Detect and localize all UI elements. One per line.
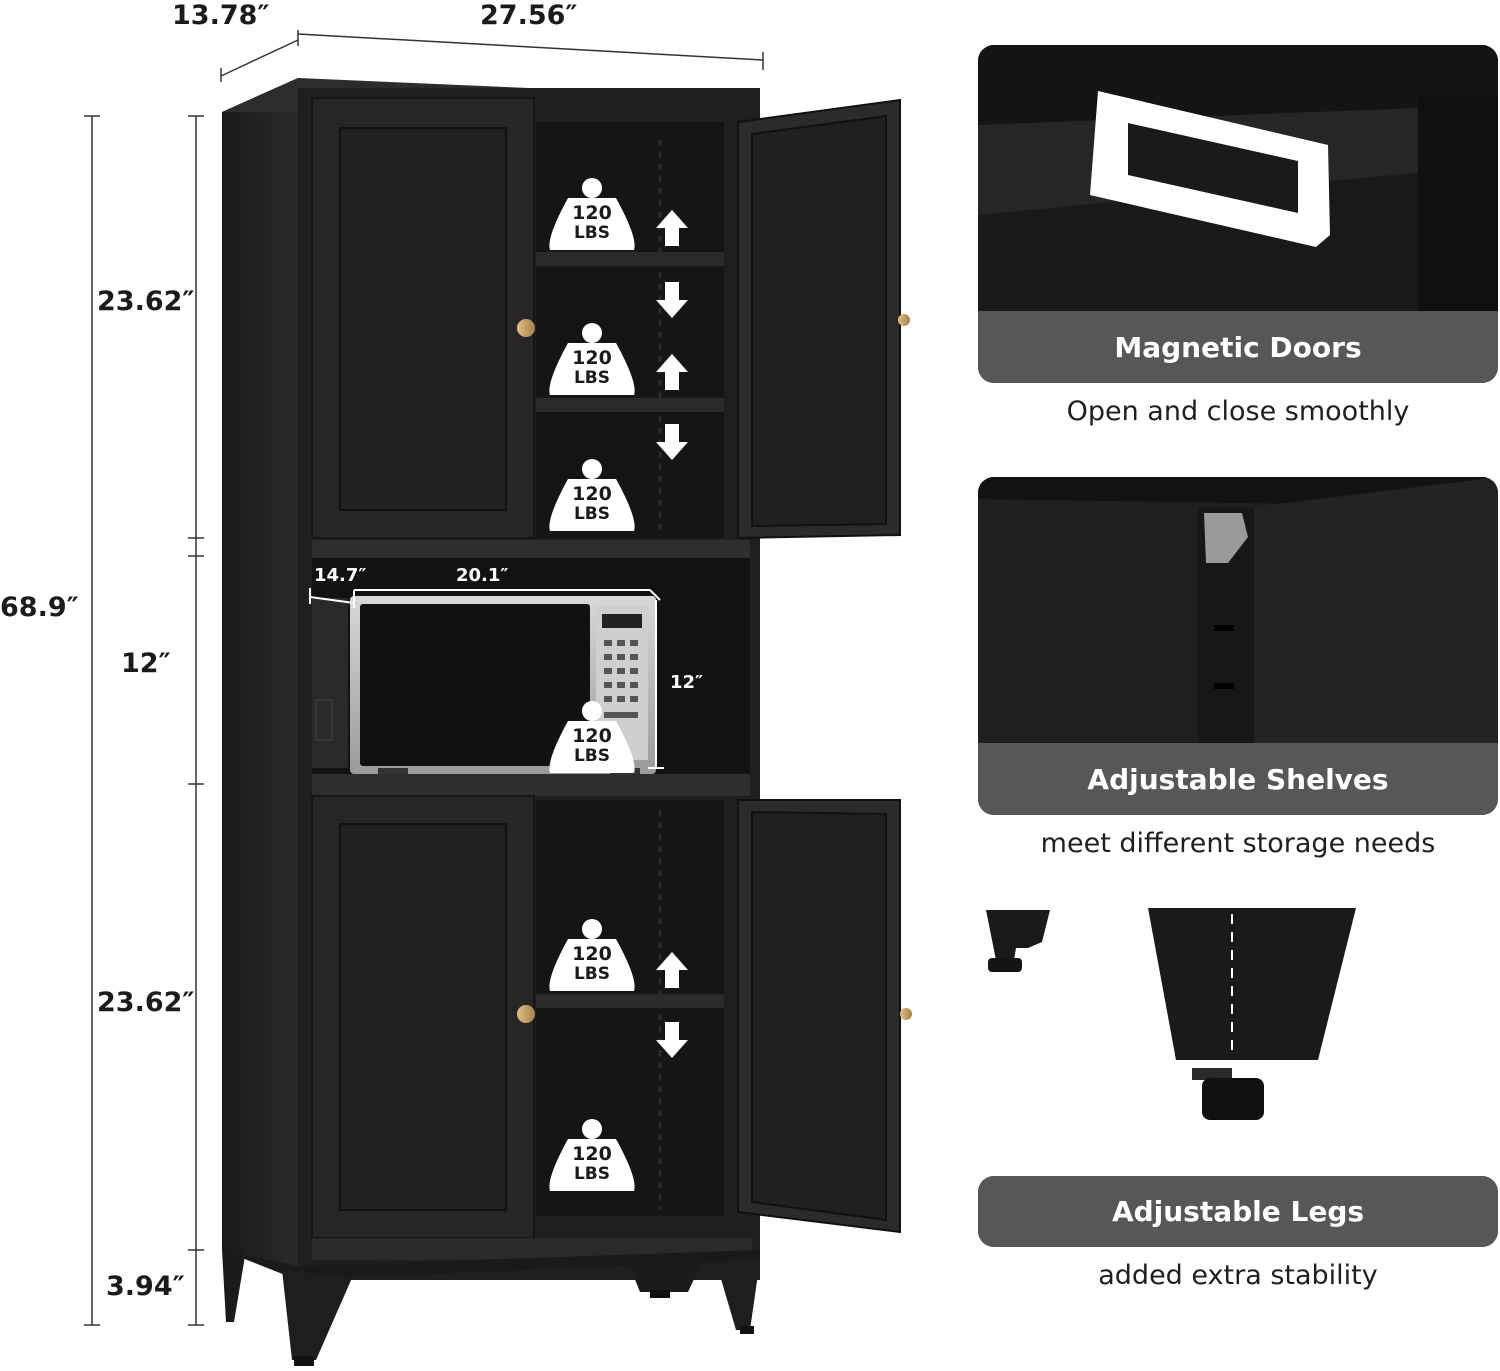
weight-unit: LBS: [573, 223, 611, 243]
dimension-lines: [84, 30, 764, 1326]
weight-unit: LBS: [573, 1164, 611, 1184]
feature-panel-magnetic-doors: Magnetic Doors: [978, 45, 1498, 383]
weight-badge: 120 LBS: [546, 917, 638, 993]
feature-panel-adjustable-shelves: Adjustable Shelves: [978, 477, 1498, 815]
feature-title: Magnetic Doors: [978, 311, 1498, 383]
weight-unit: LBS: [573, 964, 611, 984]
weight-value: 120: [572, 347, 612, 369]
lower-height-label: 23.62″: [97, 987, 195, 1018]
arrow-up-icon: [656, 354, 688, 390]
leg-closeup: [986, 908, 1356, 1120]
weight-value: 120: [572, 943, 612, 965]
weight-icon: [549, 178, 635, 250]
weight-unit: LBS: [573, 368, 611, 388]
microwave-depth-label: 14.7″: [314, 565, 367, 586]
microwave-width-label: 20.1″: [456, 565, 509, 586]
total-height-label: 68.9″: [0, 592, 79, 623]
weight-icon: [549, 701, 635, 773]
arrow-down-icon: [656, 282, 688, 318]
width-label: 27.56″: [480, 0, 578, 31]
feature-title: Adjustable Shelves: [978, 743, 1498, 815]
weight-icon: [549, 323, 635, 395]
weight-badge: 120 LBS: [546, 321, 638, 397]
weight-unit: LBS: [573, 746, 611, 766]
weight-icon: [549, 919, 635, 991]
weight-badge: 120 LBS: [546, 699, 638, 775]
shelf-clip-icon: [1204, 513, 1248, 563]
weight-value: 120: [572, 483, 612, 505]
magnetic-door-closeup: [978, 45, 1498, 311]
cabinet-illustration: [84, 30, 912, 1366]
microwave-height-label: 12″: [670, 672, 704, 693]
weight-value: 120: [572, 202, 612, 224]
weight-icon: [549, 1119, 635, 1191]
feature-subtitle: added extra stability: [1098, 1260, 1378, 1291]
upper-height-label: 23.62″: [97, 286, 195, 317]
feature-subtitle: Open and close smoothly: [1066, 396, 1410, 427]
weight-badge: 120 LBS: [546, 176, 638, 252]
feature-subtitle: meet different storage needs: [1040, 828, 1436, 859]
leveler-foot-icon: [1202, 1078, 1264, 1120]
depth-label: 13.78″: [172, 0, 270, 31]
shelf-bracket-closeup: [978, 477, 1498, 743]
leg-height-label: 3.94″: [106, 1271, 185, 1302]
feature-panel-adjustable-legs: Adjustable Legs: [978, 1176, 1498, 1247]
microwave-dimension-lines: [309, 588, 664, 769]
feature-title: Adjustable Legs: [978, 1176, 1498, 1247]
arrow-down-icon: [656, 424, 688, 460]
weight-badge: 120 LBS: [546, 1117, 638, 1193]
arrow-up-icon: [656, 210, 688, 246]
middle-height-label: 12″: [121, 648, 171, 679]
arrow-down-icon: [656, 1022, 688, 1058]
weight-value: 120: [572, 1143, 612, 1165]
arrow-up-icon: [656, 952, 688, 988]
weight-unit: LBS: [573, 504, 611, 524]
weight-value: 120: [572, 725, 612, 747]
weight-icon: [549, 459, 635, 531]
weight-badge: 120 LBS: [546, 457, 638, 533]
